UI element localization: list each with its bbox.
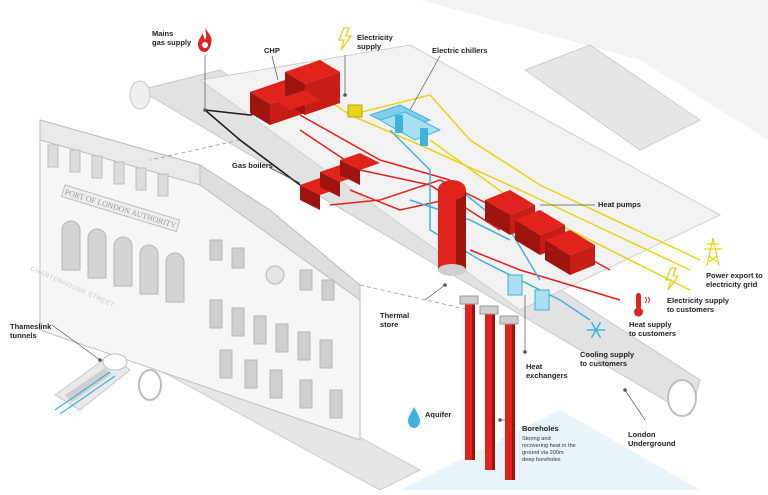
boreholes xyxy=(459,295,519,480)
label-heat-customers: Heat supply to customers xyxy=(629,320,677,338)
label-electric-chillers: Electric chillers xyxy=(432,46,488,55)
thermometer-icon xyxy=(634,293,650,317)
background-band xyxy=(420,0,768,140)
electricity-customers-icon xyxy=(665,267,680,291)
lightning-bolt-icon xyxy=(338,27,353,51)
label-power-export: Power export to electricity grid xyxy=(706,271,763,289)
label-thermal-store: Thermal store xyxy=(380,311,410,329)
snowflake-icon xyxy=(587,321,605,339)
electric-chillers xyxy=(368,104,442,146)
chp-units xyxy=(250,60,340,125)
gas-boilers xyxy=(300,153,380,210)
label-london-underground: London Underground xyxy=(628,430,676,448)
thermal-store xyxy=(438,180,466,276)
label-thameslink: Thameslink tunnels xyxy=(10,322,52,340)
label-aquifer: Aquifer xyxy=(425,410,452,419)
flame-icon xyxy=(198,28,212,52)
pipework xyxy=(204,74,701,321)
label-heat-pumps: Heat pumps xyxy=(598,200,641,209)
pylon-icon xyxy=(704,237,722,267)
port-of-london-building: PORT OF LONDON AUTHORITY xyxy=(39,119,361,441)
label-boreholes: Boreholes Storing and recovering heat in… xyxy=(522,415,602,473)
heat-pumps xyxy=(485,190,595,275)
label-gas-boilers: Gas boilers xyxy=(232,161,273,170)
heat-exchangers xyxy=(507,274,550,311)
upper-tunnel xyxy=(523,44,701,151)
water-drop-icon xyxy=(408,407,420,428)
label-electricity-customers: Electricity supply to customers xyxy=(667,296,730,314)
label-cooling-customers: Cooling supply to customers xyxy=(580,350,635,368)
aquifer-region xyxy=(400,410,700,490)
label-boreholes-title: Boreholes xyxy=(522,424,559,433)
leader-dots xyxy=(98,93,627,422)
underground-tunnel xyxy=(129,69,701,417)
transformer xyxy=(347,104,363,118)
leader-lines xyxy=(51,55,646,421)
label-heat-exchangers: Heat exchangers xyxy=(526,362,568,380)
label-chp: CHP xyxy=(264,46,280,55)
label-mains-gas: Mains gas supply xyxy=(152,29,192,47)
label-boreholes-desc: Storing and recovering heat in the groun… xyxy=(522,436,576,463)
thameslink-tunnel xyxy=(54,353,131,415)
label-electricity-supply: Electricity supply xyxy=(357,33,393,51)
